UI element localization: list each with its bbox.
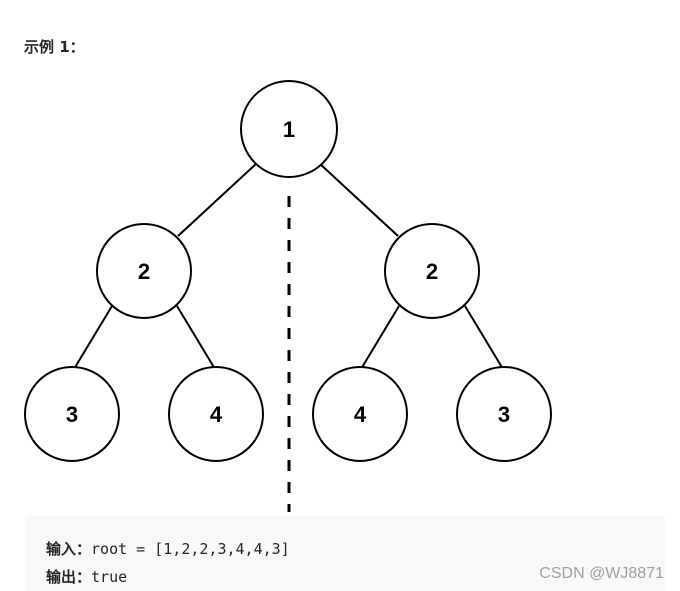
output-label: 输出： bbox=[46, 568, 92, 586]
node-label: 4 bbox=[354, 402, 367, 427]
input-line: 输入：root = [1,2,2,3,4,4,3] bbox=[46, 538, 290, 559]
input-label: 输入： bbox=[46, 540, 92, 558]
watermark: CSDN @WJ8871 bbox=[539, 565, 664, 582]
node-label: 4 bbox=[210, 402, 223, 427]
tree-node-left-right: 4 bbox=[168, 366, 264, 462]
node-label: 1 bbox=[283, 117, 295, 142]
output-line: 输出：true bbox=[46, 566, 127, 587]
edge-left-leftright bbox=[176, 305, 216, 370]
example-heading: 示例 1： bbox=[24, 38, 85, 56]
input-value: root = [1,2,2,3,4,4,3] bbox=[91, 540, 290, 558]
tree-node-right-left: 4 bbox=[312, 366, 408, 462]
example-code-block: 输入：root = [1,2,2,3,4,4,3] 输出：true bbox=[25, 516, 666, 591]
edge-left-leftleft bbox=[73, 305, 113, 370]
symmetric-tree-diagram: 1 2 2 3 4 4 3 bbox=[24, 80, 552, 512]
node-label: 2 bbox=[426, 259, 438, 284]
node-label: 3 bbox=[498, 402, 510, 427]
tree-node-root: 1 bbox=[240, 80, 338, 178]
edge-root-left bbox=[177, 162, 258, 237]
tree-node-right-right: 3 bbox=[456, 366, 552, 462]
edge-root-right bbox=[318, 162, 399, 237]
edge-right-rightleft bbox=[360, 305, 400, 370]
node-label: 2 bbox=[138, 259, 150, 284]
edge-right-rightright bbox=[464, 305, 504, 370]
tree-node-left: 2 bbox=[96, 223, 192, 319]
tree-node-left-left: 3 bbox=[24, 366, 120, 462]
node-label: 3 bbox=[66, 402, 78, 427]
tree-node-right: 2 bbox=[384, 223, 480, 319]
output-value: true bbox=[91, 568, 128, 586]
